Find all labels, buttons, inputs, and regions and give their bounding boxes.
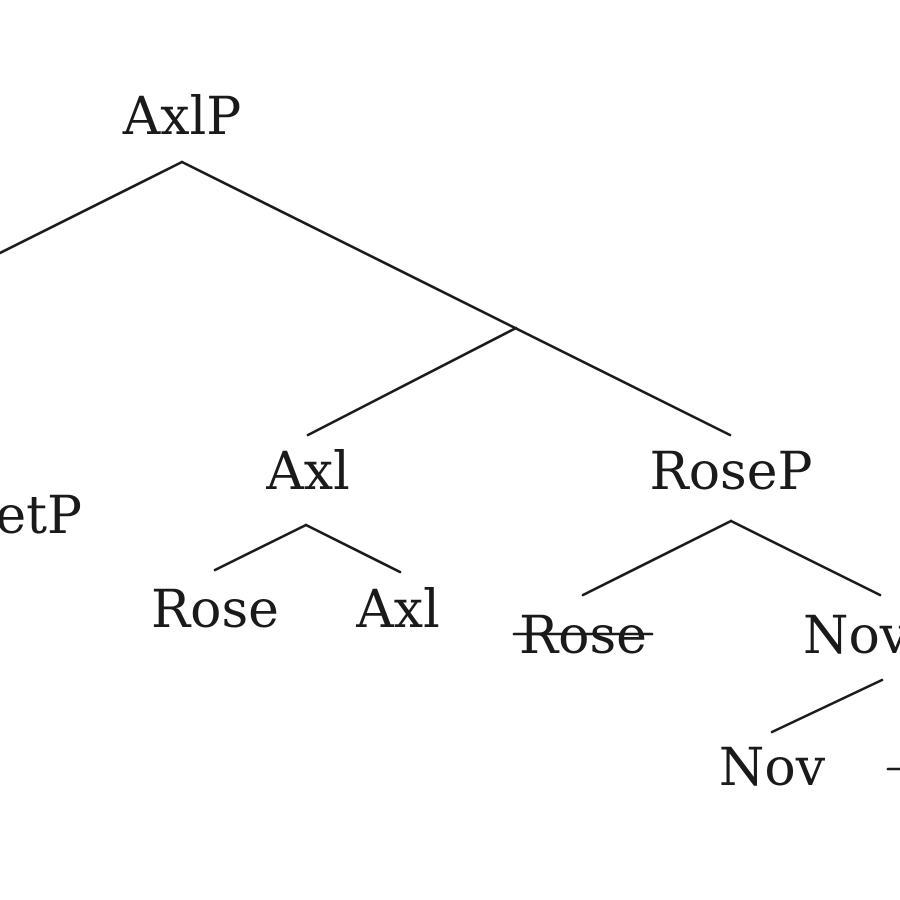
branch-nov-nov xyxy=(770,678,884,734)
branch-axlp-left xyxy=(0,160,184,255)
node-rose-label: Rose xyxy=(151,580,279,640)
node-axl-head-label: Axl xyxy=(355,580,440,640)
branch-axl-axl xyxy=(304,523,402,574)
node-nov-head-label: Nov xyxy=(719,738,826,798)
branch-axlp-right xyxy=(180,160,732,437)
node-axlp-label: AxlP xyxy=(122,87,242,147)
node-etp-label: etP xyxy=(0,486,82,546)
branch-rosep-nov xyxy=(729,519,882,597)
node-rose-trace-label: Rose xyxy=(519,606,647,666)
branch-rosep-rose xyxy=(581,519,733,597)
branch-axl-rose xyxy=(213,523,308,572)
branch-node-axl xyxy=(306,326,518,437)
node-axl-label: Axl xyxy=(265,442,350,502)
node-nov-partial-label: Nov xyxy=(803,606,900,666)
node-rosep-label: RoseP xyxy=(650,442,813,502)
